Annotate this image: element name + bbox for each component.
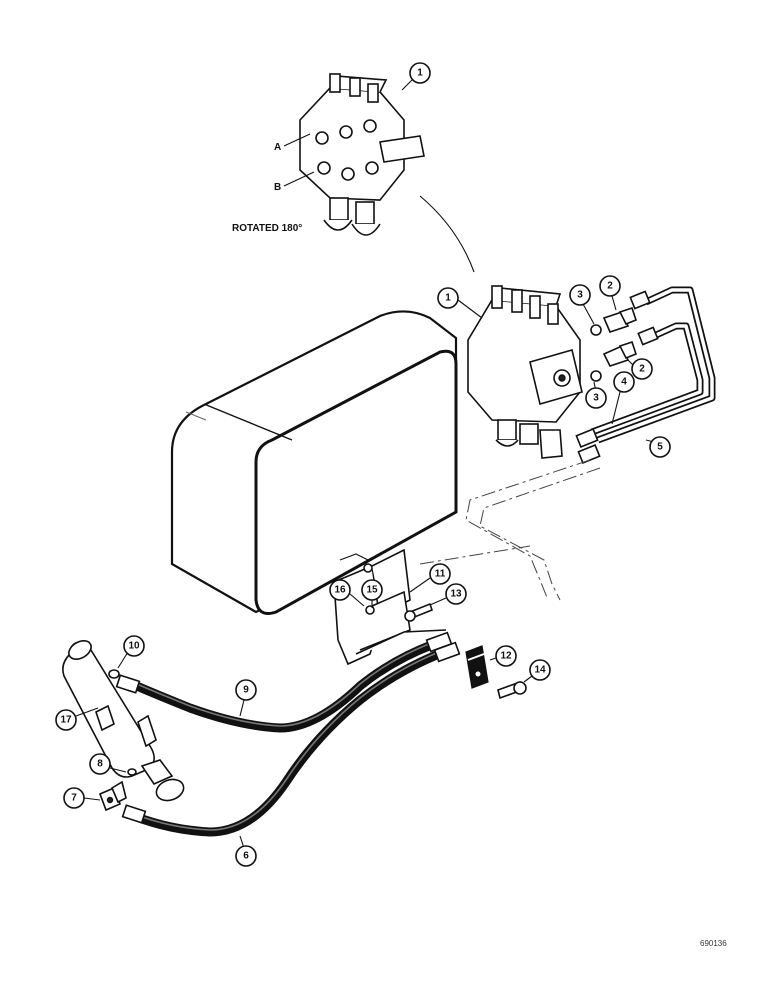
callout-17: 17 (55, 709, 77, 731)
callout-12: 12 (495, 645, 517, 667)
leader-10 (117, 651, 129, 669)
leader-2a (611, 295, 617, 311)
callout-4: 4 (613, 371, 635, 393)
control-valve (467, 285, 583, 459)
callout-1b: 1 (437, 287, 459, 309)
callout-10-text: 10 (128, 641, 140, 652)
callout-10: 10 (123, 635, 145, 657)
leader-17 (75, 707, 99, 717)
callout-1b-text: 1 (445, 293, 451, 304)
callout-14-text: 14 (534, 665, 546, 676)
callout-2b: 2 (631, 358, 653, 380)
callout-2a: 2 (599, 275, 621, 297)
phantom-line-routing (419, 459, 601, 601)
adapter-lower (602, 340, 637, 367)
callout-16: 16 (329, 579, 351, 601)
callout-16-text: 16 (334, 585, 346, 596)
adapter-upper (602, 306, 637, 333)
callout-13-text: 13 (450, 589, 462, 600)
callout-4-text: 4 (621, 377, 627, 388)
callout-5: 5 (649, 436, 671, 458)
leader-11 (409, 577, 431, 593)
callout-3b: 3 (585, 387, 607, 409)
callout-9-text: 9 (243, 685, 249, 696)
leader-14 (523, 675, 533, 683)
hose-9 (115, 631, 453, 733)
leader-12 (489, 657, 497, 661)
callout-3b-text: 3 (593, 393, 599, 404)
hose-clamp (465, 645, 489, 689)
leader-valve-curve (419, 195, 475, 273)
callout-2a-text: 2 (607, 281, 613, 292)
callout-6: 6 (235, 845, 257, 867)
rotated-label: ROTATED 180° (232, 223, 302, 234)
callout-8: 8 (89, 753, 111, 775)
bolt-13 (404, 602, 433, 622)
leader-1b (457, 299, 483, 319)
elbow-fitting-7 (98, 780, 127, 812)
callout-11-text: 11 (435, 569, 446, 580)
leader-16 (349, 593, 365, 607)
port-a-label: A (274, 142, 281, 153)
callout-7: 7 (63, 787, 85, 809)
leader-9 (239, 699, 245, 717)
callout-11: 11 (429, 563, 451, 585)
hose-6 (121, 641, 461, 837)
o-ring-10 (108, 669, 120, 679)
callout-3a: 3 (569, 284, 591, 306)
leader-7 (83, 797, 101, 801)
control-valve-rotated (299, 73, 425, 236)
callout-17-text: 17 (60, 715, 72, 726)
callout-13: 13 (445, 583, 467, 605)
callout-14: 14 (529, 659, 551, 681)
leader-port-b (283, 171, 315, 187)
callout-1a: 1 (409, 62, 431, 84)
leader-13 (429, 597, 447, 606)
callout-1a-text: 1 (417, 68, 423, 79)
port-b-label: B (274, 182, 281, 193)
callout-15-text: 15 (366, 585, 378, 596)
callout-9: 9 (235, 679, 257, 701)
steel-tubes (575, 286, 716, 464)
callout-3a-text: 3 (577, 290, 583, 301)
callout-7-text: 7 (71, 793, 77, 804)
o-ring-upper (590, 324, 602, 336)
o-ring-lower (590, 370, 602, 382)
leader-port-a (283, 133, 311, 147)
o-ring-8 (127, 768, 137, 776)
tractor-tank-housing (170, 310, 458, 615)
bolt-14 (497, 680, 527, 700)
callout-12-text: 12 (500, 651, 512, 662)
hydraulic-cylinder (62, 640, 185, 802)
callout-5-text: 5 (657, 442, 663, 453)
leader-3a (582, 303, 595, 325)
callout-8-text: 8 (97, 759, 103, 770)
callout-6-text: 6 (243, 851, 249, 862)
callout-2b-text: 2 (639, 364, 645, 375)
figure-reference-number: 690136 (700, 939, 727, 948)
callout-15: 15 (361, 579, 383, 601)
leader-8 (109, 767, 127, 773)
